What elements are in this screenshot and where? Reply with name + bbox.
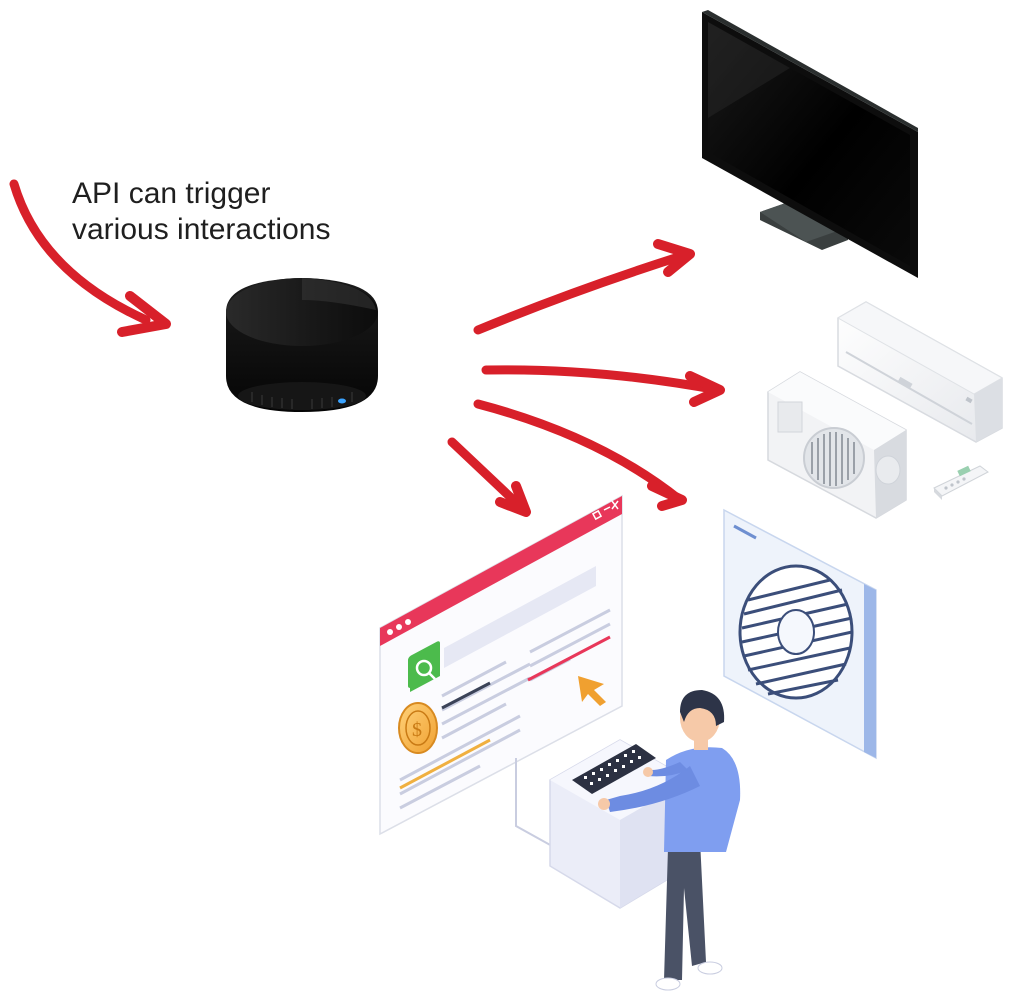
ac-outdoor-unit-icon: [767, 371, 907, 519]
arrow-to-web-interface: [447, 437, 531, 517]
cursor-icon: [578, 676, 606, 706]
caption-line-1: API can trigger: [72, 177, 271, 210]
arrow-to-tv: [473, 239, 695, 335]
coin-icon: $: [398, 702, 438, 754]
ac-remote-icon: [933, 465, 989, 500]
smart-ir-hub-icon: [226, 278, 378, 412]
caption-text: API can trigger various interactions: [72, 176, 412, 248]
browser-window-icon: $: [379, 494, 623, 836]
caption-line-2: various interactions: [72, 213, 331, 246]
tv-icon: [702, 10, 918, 278]
air-conditioner-icon: [836, 301, 1004, 443]
svg-text:$: $: [412, 719, 422, 741]
arrow-to-ventilation-fan: [473, 399, 687, 511]
search-icon: [410, 644, 440, 692]
ventilation-fan-icon: [723, 508, 877, 760]
api-input-arrow: [9, 179, 171, 337]
person-at-keyboard-icon: [515, 690, 741, 991]
arrow-to-air-conditioner: [481, 365, 725, 407]
status-led-icon: [338, 398, 346, 404]
